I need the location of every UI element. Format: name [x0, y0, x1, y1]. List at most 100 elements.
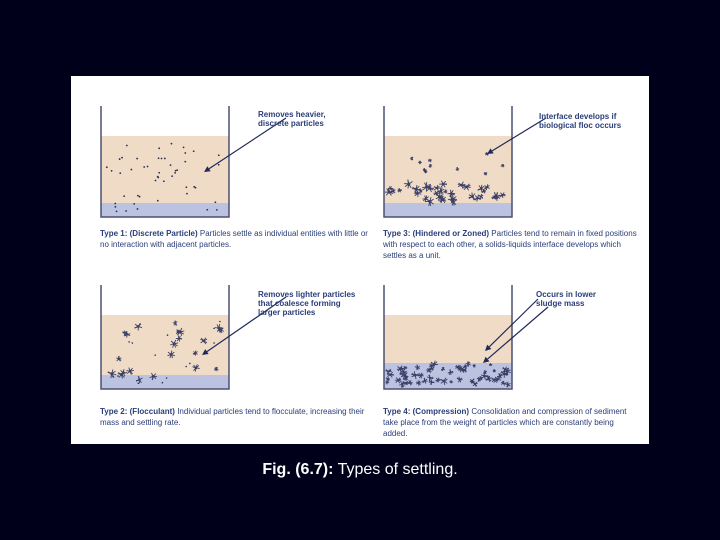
floc-particle: [447, 189, 456, 198]
callout-arrow: [491, 117, 547, 152]
floc-particle: [478, 193, 484, 199]
floc-particle: [428, 158, 432, 163]
particle: [161, 381, 164, 384]
floc-particle: [477, 184, 485, 193]
particle: [146, 165, 149, 168]
title-type2: Type 2: (Flocculant): [100, 407, 175, 416]
particle: [138, 195, 141, 198]
floc-particle: [411, 371, 420, 380]
particle: [185, 365, 188, 368]
callout-type3: Interface develops if biological floc oc…: [539, 112, 622, 130]
floc-particle: [418, 160, 422, 165]
particle: [154, 354, 156, 356]
floc-particle: [172, 320, 178, 326]
floc-particle: [435, 192, 444, 201]
particle: [160, 157, 163, 160]
floc-particle: [415, 380, 422, 386]
particle: [112, 375, 114, 378]
floc-particle: [384, 187, 394, 196]
callout-type1: Removes heavier, discrete particles: [258, 110, 326, 128]
particle: [123, 195, 126, 197]
particle: [114, 202, 117, 205]
text-type2: Individual particles tend to flocculate,…: [100, 407, 365, 427]
floc-particle: [404, 179, 413, 189]
panel-type2: Removes lighter particles that coalesce …: [100, 285, 370, 435]
floc-particle: [489, 363, 493, 367]
text-type4: Consolidation and compression of sedimen…: [383, 407, 627, 438]
text-type1: Particles settle as individual entities …: [100, 229, 368, 249]
floc-particle: [409, 156, 414, 161]
particle: [118, 158, 121, 160]
floc-particle: [439, 180, 447, 188]
floc-particle: [449, 380, 453, 384]
figure-caption: Fig. (6.7): Types of settling.: [0, 461, 720, 479]
particle: [214, 201, 217, 204]
particle: [131, 342, 134, 344]
particle: [125, 210, 128, 212]
floc-particle: [500, 380, 507, 386]
particle: [158, 171, 161, 174]
arrow-head: [202, 349, 209, 355]
particle: [194, 186, 197, 189]
floc-particle: [403, 380, 409, 386]
floc-particle: [426, 374, 434, 382]
particle: [171, 175, 174, 178]
arrow-head: [487, 148, 494, 154]
description-type2: Type 2: (Flocculant) Individual particle…: [100, 406, 370, 428]
particle: [137, 194, 139, 197]
particle: [185, 186, 188, 189]
floc-particle: [175, 335, 183, 342]
floc-particle: [500, 369, 509, 378]
particle: [166, 334, 169, 336]
particle: [176, 169, 179, 172]
sludge-layer: [384, 203, 512, 217]
text-type3: Particles tend to remain in fixed positi…: [383, 229, 637, 260]
floc-particle: [426, 367, 432, 374]
particle: [184, 160, 187, 163]
floc-particle: [394, 377, 402, 384]
particle: [136, 157, 139, 160]
floc-particle: [428, 164, 433, 168]
floc-particle: [465, 361, 471, 367]
particle: [184, 152, 187, 154]
floc-particle: [399, 372, 403, 376]
floc-particle: [463, 364, 468, 369]
panel-type1: Removes heavier, discrete particles Type…: [100, 106, 370, 256]
particle: [121, 156, 123, 159]
floc-particle: [126, 367, 134, 375]
particle: [206, 208, 209, 211]
particle: [156, 175, 159, 178]
floc-particle: [447, 369, 454, 376]
particle: [219, 320, 221, 323]
floc-particle: [483, 171, 488, 176]
floc-particle: [433, 184, 440, 191]
floc-particle: [428, 379, 435, 386]
floc-particle: [388, 186, 393, 191]
particle: [130, 168, 133, 171]
tank-type1: [100, 106, 287, 218]
floc-particle: [491, 191, 501, 201]
floc-particle: [116, 356, 122, 362]
title-type3: Type 3: (Hindered or Zoned): [383, 229, 490, 238]
floc-particle: [483, 184, 490, 191]
particle: [162, 180, 165, 183]
sludge-layer: [101, 203, 229, 217]
particle: [110, 169, 113, 172]
callout-type4: Occurs in lower sludge mass: [536, 290, 597, 308]
particle: [156, 199, 159, 202]
particle: [213, 327, 215, 330]
particle: [213, 342, 215, 344]
particle: [115, 210, 118, 213]
floc-particle: [505, 381, 511, 388]
particle: [169, 164, 172, 167]
floc-particle: [397, 188, 402, 193]
floc-particle: [149, 372, 158, 381]
panel-type3: Interface develops if biological floc oc…: [383, 106, 653, 260]
floc-particle: [430, 360, 439, 369]
tank-type4: [383, 285, 549, 390]
floc-particle: [494, 375, 502, 383]
floc-particle: [492, 369, 497, 373]
particle: [154, 179, 157, 182]
caption-text: Types of settling.: [333, 461, 458, 478]
arrow-head: [483, 356, 490, 363]
